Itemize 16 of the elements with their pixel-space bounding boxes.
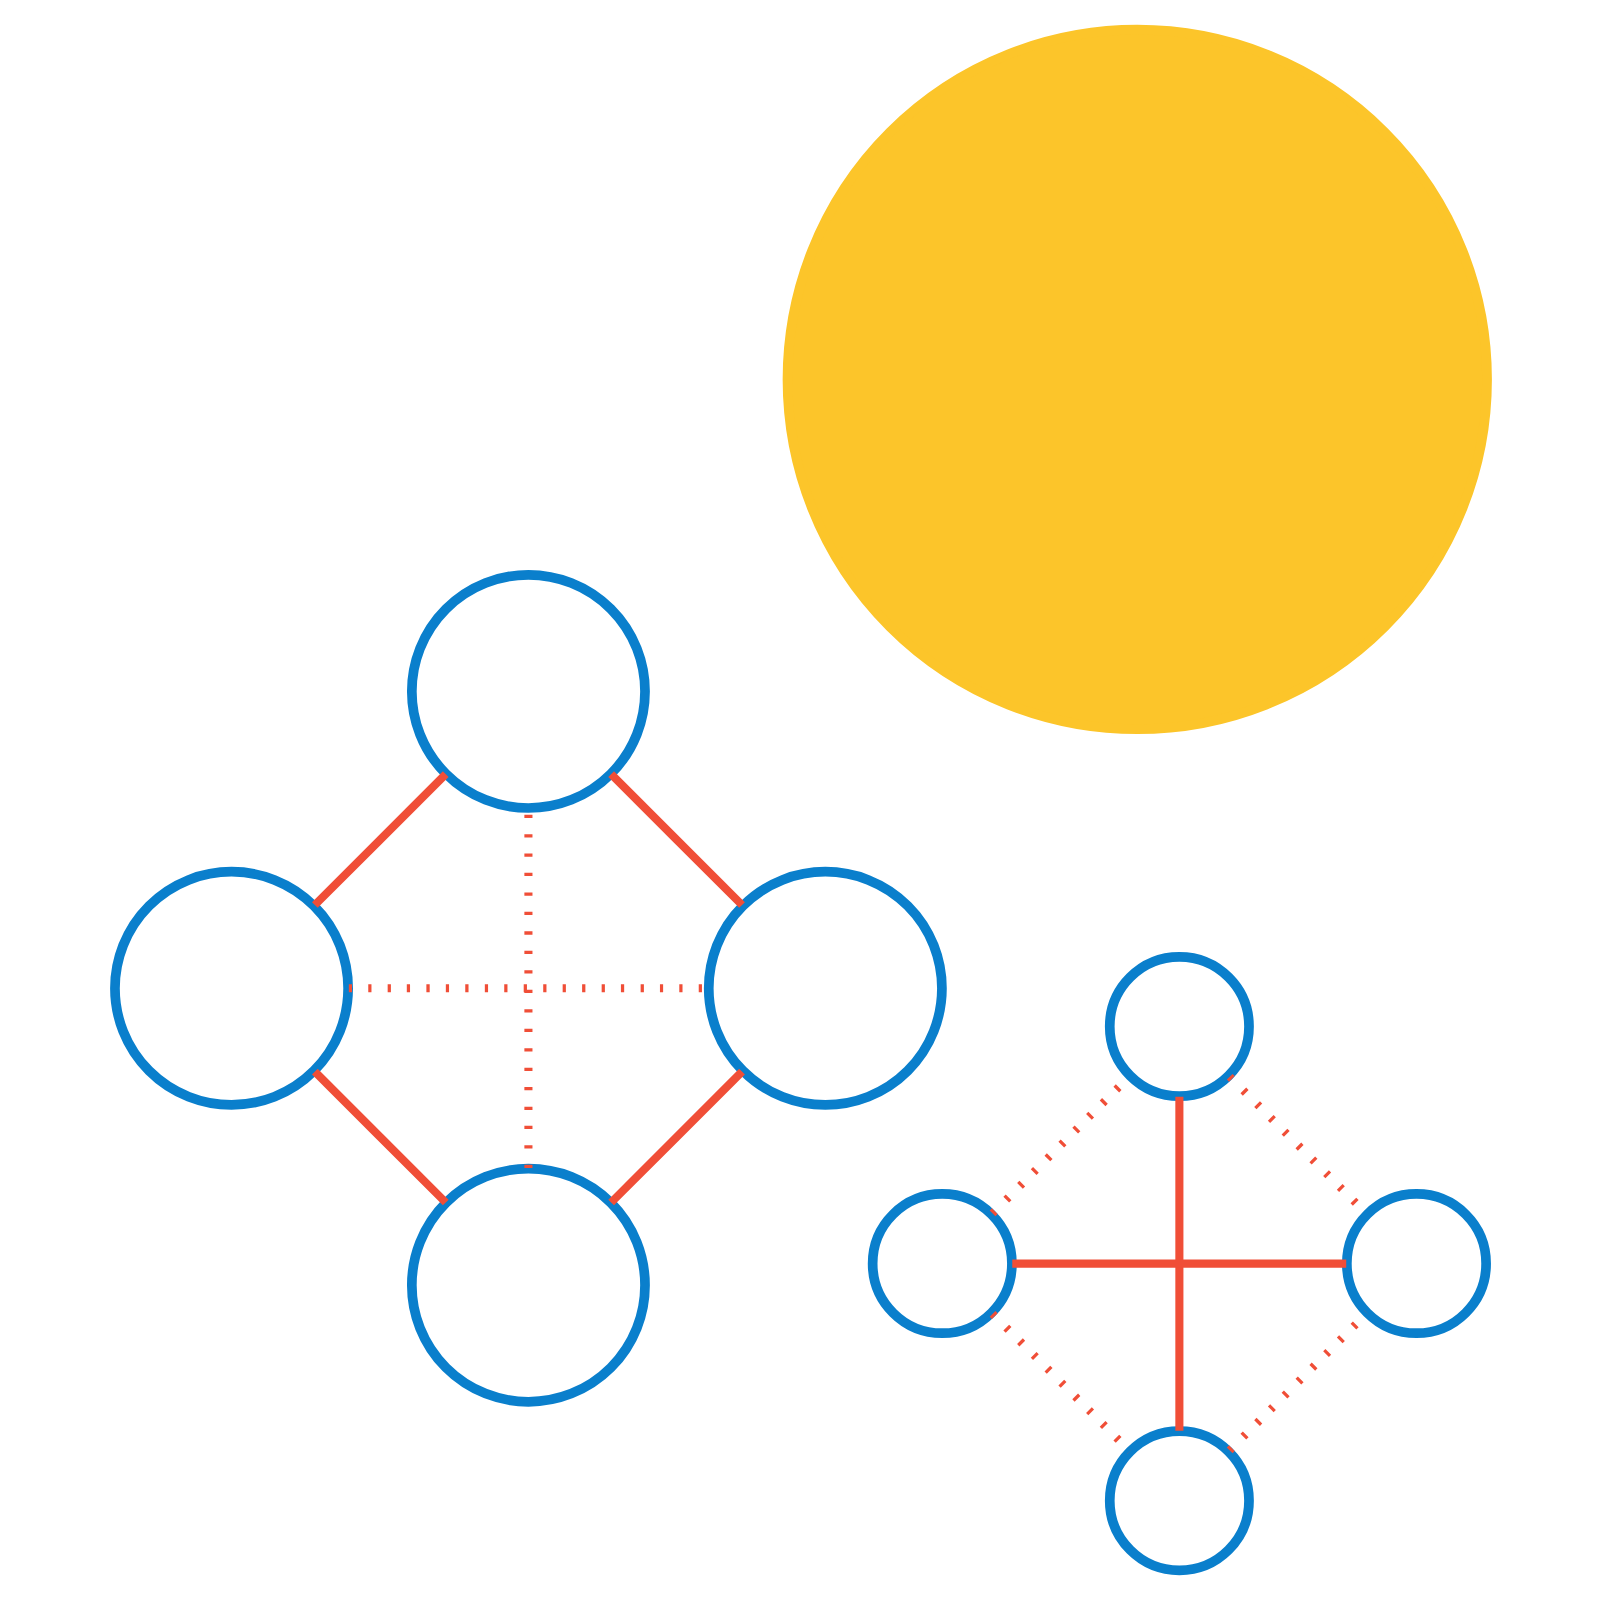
- node-circle: [1103, 952, 1253, 1101]
- connector: [347, 984, 708, 993]
- connector: [1174, 1096, 1183, 1431]
- node-circle: [1103, 1426, 1253, 1576]
- connector: [310, 771, 448, 908]
- node-circle: [866, 1189, 1016, 1339]
- connector: [607, 1068, 744, 1206]
- node-circle: [109, 866, 352, 1110]
- connector: [310, 1068, 448, 1206]
- node-circle: [405, 1163, 649, 1407]
- node-circle: [405, 570, 649, 813]
- node-circle: [781, 24, 1491, 735]
- connector: [607, 771, 744, 908]
- connector: [1011, 1259, 1346, 1268]
- node-circle: [1341, 1189, 1490, 1339]
- node-circle: [702, 866, 946, 1110]
